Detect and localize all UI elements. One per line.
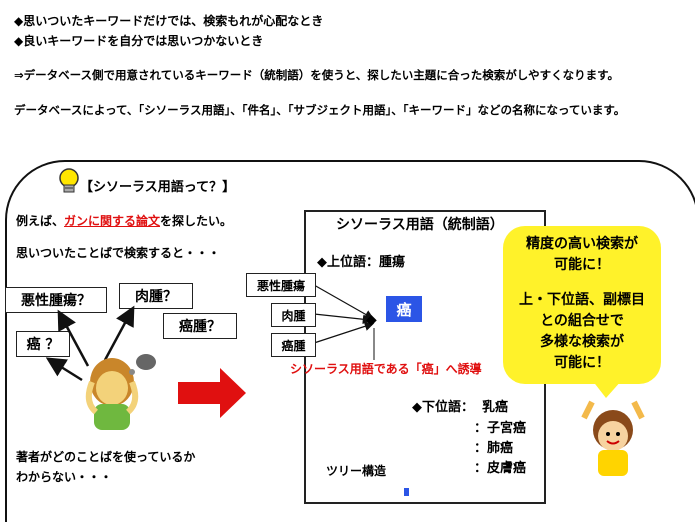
tree-structure-label: ツリー構造	[326, 464, 387, 478]
callout-line-5: との組合せで	[540, 313, 624, 329]
word-box-cancer: 癌 ？	[16, 331, 70, 357]
example-prefix: 例えば、	[16, 214, 65, 228]
word-box-carcinoma: 癌腫？	[163, 313, 237, 339]
callout-line-4: 上・下位語、副標目	[519, 292, 645, 308]
narrower-term-2: ：子宮癌	[474, 421, 527, 436]
explanation-panel	[5, 160, 695, 522]
term-diamond: ◆	[366, 312, 377, 328]
intro-line-1: ◆思いついたキーワードだけでは、検索もれが心配なとき	[14, 14, 324, 28]
source-term-carcinoma: 癌腫	[271, 333, 316, 357]
lightbulb-icon	[59, 168, 79, 193]
worried-person-icon	[85, 354, 156, 430]
callout-line-6: 多様な検索が	[540, 334, 624, 350]
intro-line-4: データベースによって、「シソーラス用語」、「件名」、「サブジェクト用語」、「キー…	[14, 103, 626, 117]
intro-line-3: ⇒データベース側で用意されているキーワード（統制語）を使うと、探したい主題に合っ…	[14, 68, 619, 82]
narrower-term-4: ：皮膚癌	[474, 461, 527, 476]
panel-heading: 【シソーラス用語って？】	[80, 180, 236, 195]
example-suffix: を探したい。	[160, 214, 233, 228]
word-box-malignant: 悪性腫瘍？	[5, 287, 107, 313]
thesaurus-title: シソーラス用語（統制語）	[336, 217, 504, 233]
thesaurus-term-cancer: 癌	[386, 296, 422, 322]
big-right-arrow-icon	[178, 368, 246, 418]
broader-term: ◆上位語：腫瘍	[317, 255, 405, 270]
example-highlight: ガンに関する論文	[64, 214, 161, 228]
callout-tail	[592, 380, 622, 398]
intro-line-2: ◆良いキーワードを自分では思いつかないとき	[14, 34, 264, 48]
callout-line-2: 可能に！	[554, 257, 610, 273]
source-term-sarcoma: 肉腫	[271, 303, 316, 327]
narrower-term-1: 乳癌	[482, 400, 509, 415]
callout-line-1: 精度の高い検索が	[526, 236, 638, 252]
callout-line-7: 可能に！	[554, 355, 610, 371]
search-text: 思いついたことばで検索すると・・・	[16, 246, 221, 260]
narrower-label: ◆下位語：	[412, 400, 474, 415]
benefit-callout: 精度の高い検索が 可能に！ 上・下位語、副標目 との組合せで 多様な検索が 可能…	[503, 226, 661, 384]
callout-spacer	[503, 276, 661, 290]
word-box-sarcoma: 肉腫？	[119, 283, 193, 309]
author-line-1: 著者がどのことばを使っているか	[16, 450, 196, 464]
arrows-layer	[45, 284, 409, 496]
happy-person-icon	[581, 400, 645, 476]
source-term-malignant: 悪性腫瘍	[246, 273, 316, 297]
example-text: 例えば、ガンに関する論文を探したい。	[16, 212, 232, 229]
narrower-term-3: ：肺癌	[474, 441, 514, 456]
guide-text: シソーラス用語である「癌」へ誘導	[290, 362, 482, 376]
author-line-2: わからない・・・	[16, 470, 113, 484]
